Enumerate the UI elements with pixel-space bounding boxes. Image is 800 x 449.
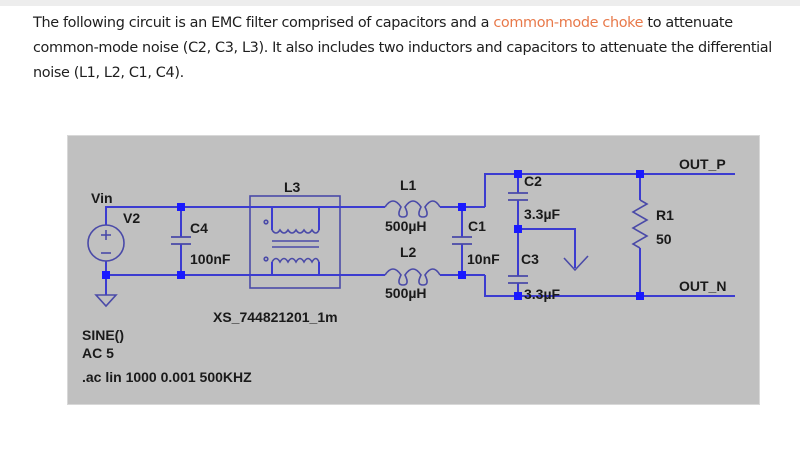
junction-dot xyxy=(177,271,185,279)
choke-winding-bottom-icon xyxy=(271,257,320,264)
junction-dot xyxy=(458,271,466,279)
l2-value-label: 500µH xyxy=(385,285,427,301)
common-mode-choke-link[interactable]: common-mode choke xyxy=(493,15,644,31)
out-n-label: OUT_N xyxy=(679,278,726,294)
junction-dot xyxy=(514,292,522,300)
junction-dot xyxy=(514,170,522,178)
capacitor-c1[interactable] xyxy=(452,236,472,245)
ground-icon xyxy=(94,294,118,308)
inductor-l1[interactable] xyxy=(384,200,441,218)
wire-to-chassis xyxy=(518,228,576,268)
c1-value-label: 10nF xyxy=(467,251,500,267)
schematic-panel xyxy=(67,135,760,405)
description-paragraph: The following circuit is an EMC filter c… xyxy=(33,11,793,86)
chassis-arrow-icon xyxy=(563,255,589,272)
wire-top-input xyxy=(105,206,385,225)
c2-name-label: C2 xyxy=(524,173,542,189)
directive-ac: AC 5 xyxy=(82,345,114,361)
c3-name-label: C3 xyxy=(521,251,539,267)
c4-value-label: 100nF xyxy=(190,251,231,267)
r1-value-label: 50 xyxy=(656,231,672,247)
capacitor-c4[interactable] xyxy=(171,236,191,245)
junction-dot xyxy=(514,225,522,233)
top-divider xyxy=(0,0,800,6)
l1-value-label: 500µH xyxy=(385,218,427,234)
choke-box xyxy=(249,195,341,289)
c2-value-label: 3.3µF xyxy=(524,206,561,222)
directive-ac-analysis: .ac lin 1000 0.001 500KHZ xyxy=(82,369,252,385)
common-mode-choke-l3[interactable] xyxy=(230,195,385,289)
l2-name-label: L2 xyxy=(400,244,417,260)
directive-sine: SINE() xyxy=(82,327,124,343)
c1-name-label: C1 xyxy=(468,218,486,234)
junction-dot xyxy=(636,292,644,300)
l3-subckt-label: XS_744821201_1m xyxy=(213,309,338,325)
wire-bottom-input xyxy=(105,261,385,276)
c4-name-label: C4 xyxy=(190,220,208,236)
choke-winding-top-icon xyxy=(271,228,320,234)
paragraph-text-2: to attenuate common-mode noise (C2, C3, … xyxy=(33,15,772,81)
junction-dot xyxy=(636,170,644,178)
voltage-source-v2[interactable] xyxy=(87,224,125,262)
source-circle-icon xyxy=(87,224,125,262)
paragraph-text-1: The following circuit is an EMC filter c… xyxy=(33,15,494,31)
r1-name-label: R1 xyxy=(656,207,674,223)
junction-dot xyxy=(102,271,110,279)
wire-to-out-n xyxy=(484,275,735,297)
junction-dot xyxy=(177,203,185,211)
l1-name-label: L1 xyxy=(400,177,417,193)
inductor-l2[interactable] xyxy=(384,268,441,286)
vin-label: Vin xyxy=(91,190,113,206)
out-p-label: OUT_P xyxy=(679,156,726,172)
c3-value-label: 3.3µF xyxy=(524,286,561,302)
junction-dot xyxy=(458,203,466,211)
capacitor-c3[interactable] xyxy=(508,275,528,284)
wire-to-out-p xyxy=(484,173,735,207)
resistor-r1[interactable] xyxy=(631,199,649,249)
v2-label: V2 xyxy=(123,210,140,226)
capacitor-c2[interactable] xyxy=(508,192,528,201)
l3-name-label: L3 xyxy=(284,179,301,195)
